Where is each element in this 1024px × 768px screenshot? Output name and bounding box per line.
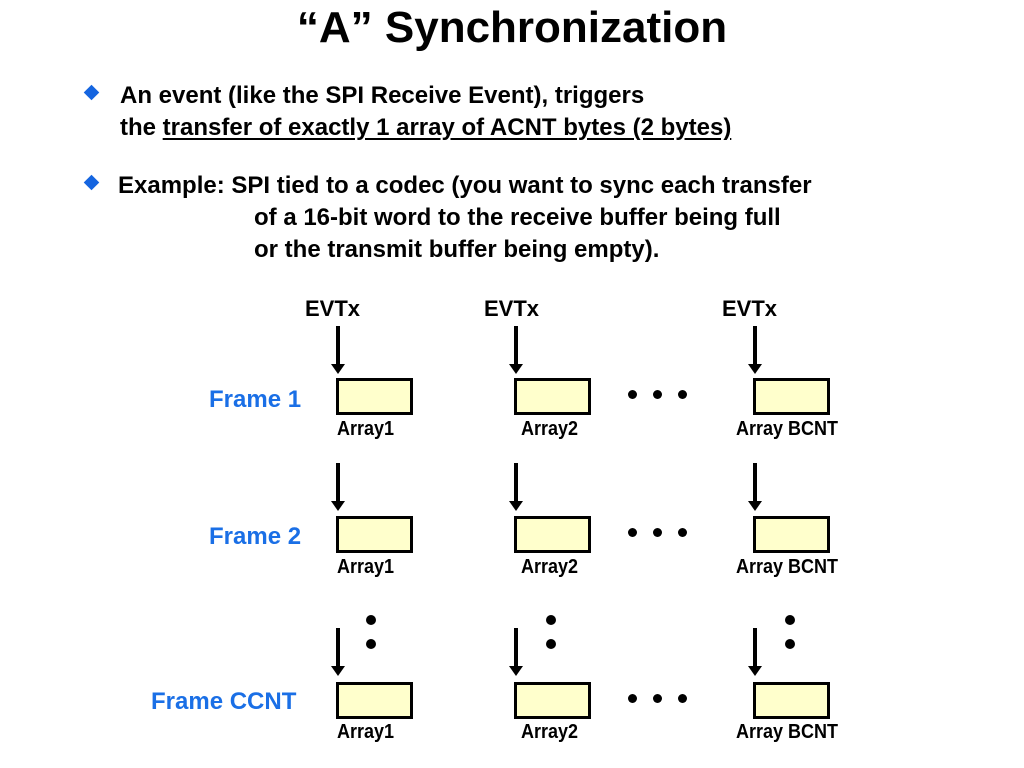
bullet-1-underlined-text: transfer of exactly 1 array of ACNT byte… [162,114,732,141]
bullet-1-line-1: An event (like the SPI Receive Event), t… [120,82,645,109]
array-box [753,378,830,415]
array-label: Array2 [521,556,579,578]
down-arrow-icon [509,628,523,676]
array-label: Array1 [337,721,395,743]
array-label: Array BCNT [736,721,839,743]
array-label: Array BCNT [736,556,839,578]
array-label: Array BCNT [736,418,839,440]
frame-ccnt-label: Frame CCNT [151,688,297,715]
bullet-1-line-2-prefix: the [120,114,163,141]
down-arrow-icon [748,463,762,511]
down-arrow-icon [509,463,523,511]
event-label-1: EVTx [305,296,361,321]
array-box [514,378,591,415]
vertical-ellipsis-icon [366,615,376,649]
vertical-ellipsis-icon [546,615,556,649]
bullet-2-line-1: Example: SPI tied to a codec (you want t… [118,172,812,199]
array-box [336,516,413,553]
ellipsis-icon [628,390,688,400]
array-label: Array2 [521,721,579,743]
array-label: Array1 [337,556,395,578]
vertical-ellipsis-icon [785,615,795,649]
array-label: Array1 [337,418,395,440]
diamond-bullet-icon [83,84,100,101]
frame-2-label: Frame 2 [209,523,302,550]
bullet-2-line-2: of a 16-bit word to the receive buffer b… [254,204,781,231]
down-arrow-icon [509,326,523,374]
ellipsis-icon [628,528,688,538]
array-box [336,378,413,415]
array-box [753,516,830,553]
event-label-2: EVTx [484,296,540,321]
array-box [514,682,591,719]
diamond-bullet-icon [83,174,100,191]
event-label-3: EVTx [722,296,778,321]
frame-1-label: Frame 1 [209,386,302,413]
down-arrow-icon [748,628,762,676]
down-arrow-icon [331,463,345,511]
ellipsis-icon [628,694,688,704]
bullet-1-line-2: the transfer of exactly 1 array of ACNT … [120,112,731,144]
array-box [514,516,591,553]
slide-title: “A” Synchronization [296,3,728,52]
down-arrow-icon [331,628,345,676]
down-arrow-icon [748,326,762,374]
array-box [336,682,413,719]
bullet-2-line-3: or the transmit buffer being empty). [254,236,660,263]
array-label: Array2 [521,418,579,440]
array-box [753,682,830,719]
down-arrow-icon [331,326,345,374]
